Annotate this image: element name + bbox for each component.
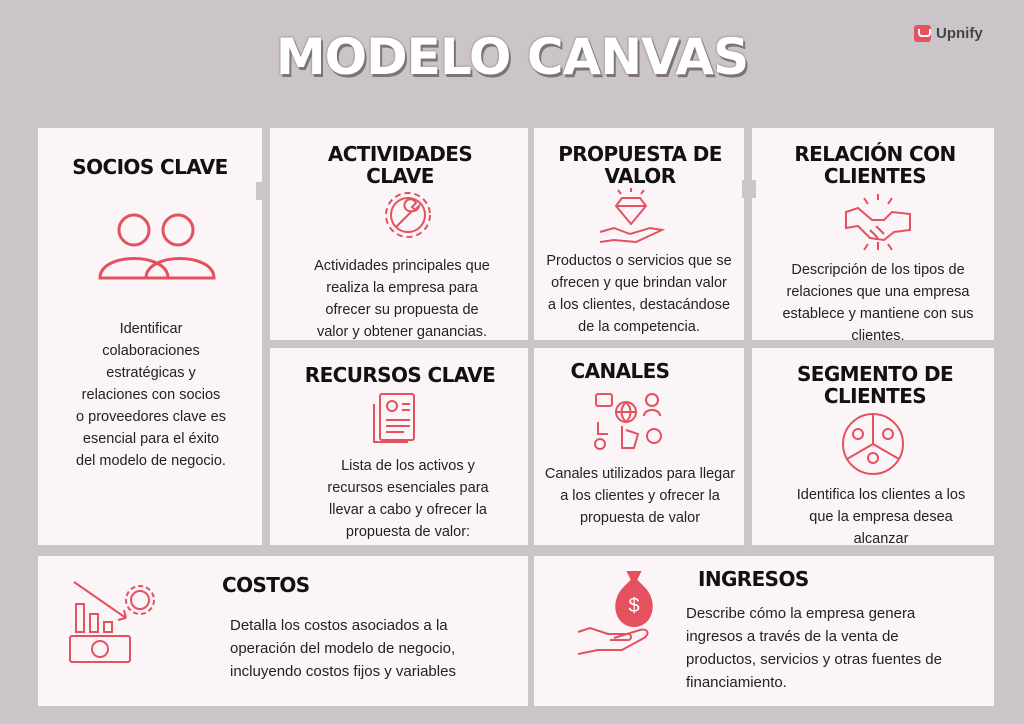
canales-heading: CANALES [570, 359, 671, 383]
propuesta-text: Productos o servicios que se ofrecen y q… [546, 253, 732, 335]
card-ingresos [534, 556, 994, 706]
card-propuesta-de-valor [534, 128, 744, 340]
card-segmento-de-clientes [752, 348, 994, 545]
card-socios-clave [38, 128, 262, 545]
relacion-text: Descripción de los tipos de relaciones q… [782, 262, 974, 344]
costos-heading: COSTOS [222, 573, 310, 597]
page-title: MODELO CANVAS [275, 28, 749, 86]
costs-chart-icon [66, 574, 162, 666]
ingresos-heading: INGRESOS [698, 567, 809, 591]
socios-text: Identificar colaboraciones estratégicas … [76, 321, 226, 469]
document-icon [368, 390, 424, 446]
recursos-text: Lista de los activos y recursos esencial… [327, 458, 489, 540]
canales-text: Canales utilizados para llegar a los cli… [544, 466, 736, 526]
brand-name: Upnify [936, 25, 983, 42]
actividades-heading: ACTIVIDADES CLAVE [327, 142, 473, 188]
segmento-heading: SEGMENTO DE CLIENTES [796, 362, 954, 408]
socios-heading: SOCIOS CLAVE [72, 155, 228, 179]
people-icon [96, 208, 216, 288]
actividades-text: Actividades principales que realiza la e… [314, 258, 490, 340]
segmento-text: Identifica los clientes a los que la emp… [796, 487, 966, 547]
svg-text:$: $ [628, 595, 639, 617]
card-costos [38, 556, 528, 706]
handshake-icon [842, 190, 914, 252]
segments-icon [838, 412, 908, 476]
ingresos-text: Describe cómo la empresa genera ingresos… [686, 605, 942, 691]
recursos-heading: RECURSOS CLAVE [304, 363, 496, 387]
propuesta-heading: PROPUESTA DE VALOR [558, 142, 722, 188]
card-canales [534, 348, 744, 545]
wrench-gear-icon [382, 189, 434, 241]
upnify-logo-icon [914, 25, 931, 42]
channels-icon [588, 390, 668, 454]
money-bag-hand-icon: $ [574, 566, 674, 666]
brand-logo: Upnify [914, 25, 983, 42]
relacion-heading: RELACIÓN CON CLIENTES [794, 142, 956, 188]
diamond-hand-icon [596, 184, 666, 248]
card-recursos-clave [270, 348, 528, 545]
costos-text: Detalla los costos asociados a la operac… [230, 617, 456, 680]
